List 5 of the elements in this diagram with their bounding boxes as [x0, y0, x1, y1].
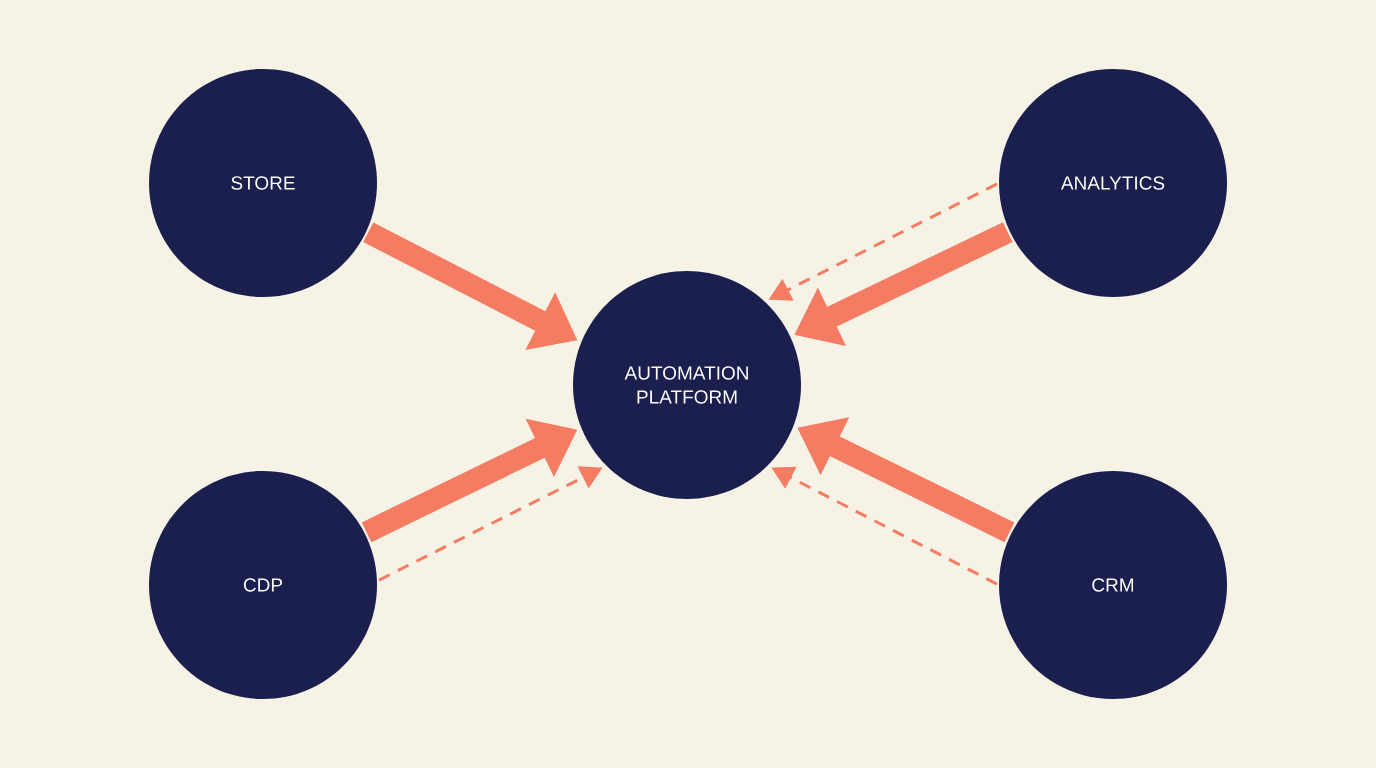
circle-node: AUTOMATION PLATFORM	[573, 271, 801, 499]
circle-node: CDP	[149, 471, 377, 699]
circle-node: STORE	[149, 69, 377, 297]
circle-node: ANALYTICS	[999, 69, 1227, 297]
circle-node: CRM	[999, 471, 1227, 699]
